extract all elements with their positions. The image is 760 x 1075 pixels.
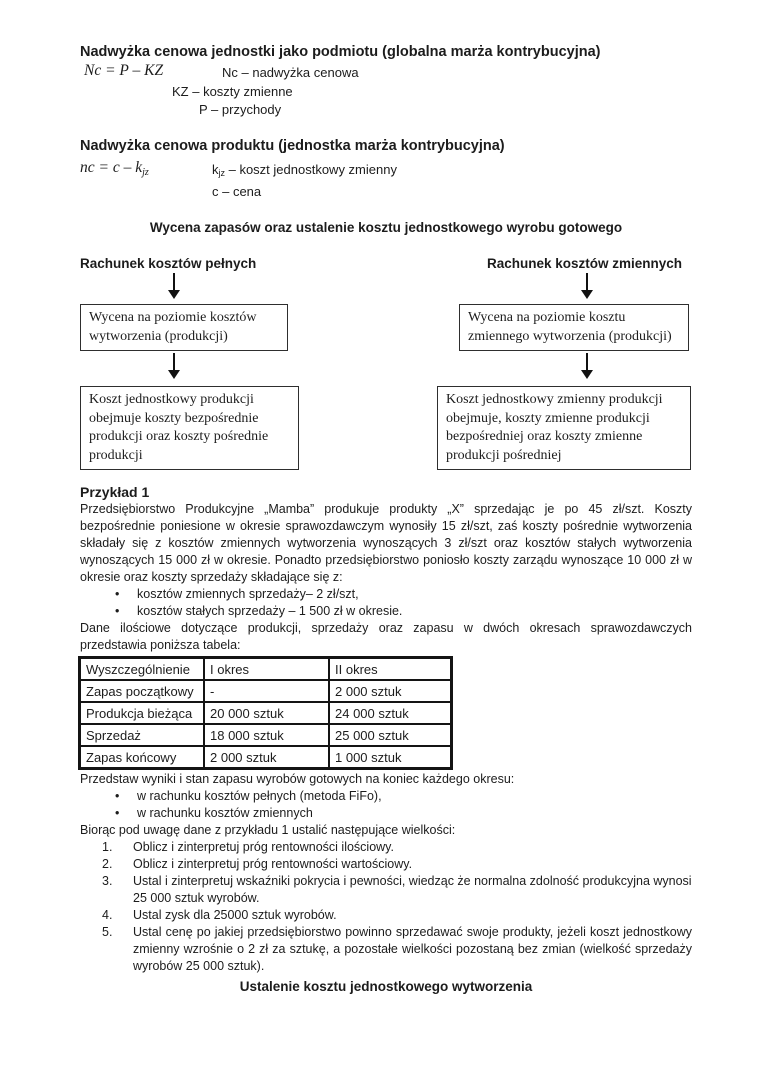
formula-nc-global: Nc = P – KZ <box>84 62 164 79</box>
numbered-item: 5. Ustal cenę po jakiej przedsiębiorstwo… <box>102 924 692 975</box>
table-row: Produkcja bieżąca 20 000 sztuk 24 000 sz… <box>78 701 453 725</box>
list-item: • w rachunku kosztów pełnych (metoda FiF… <box>115 788 692 805</box>
item-number: 5. <box>102 925 113 939</box>
left-valuation-box: Wycena na poziomie kosztów wytworzenia (… <box>80 304 288 351</box>
numbered-item: 4. Ustal zysk dla 25000 sztuk wyrobów. <box>102 907 692 924</box>
bullet-icon: • <box>115 789 120 803</box>
right-unit-cost-box: Koszt jednostkowy zmienny produkcji obej… <box>437 386 691 470</box>
section2-heading: Nadwyżka cenowa produktu (jednostka marż… <box>80 138 505 154</box>
table-cell: 1 000 sztuk <box>328 745 453 770</box>
table-cell: 18 000 sztuk <box>203 723 330 747</box>
definition-kjz-pre: k <box>212 162 219 177</box>
right-column-title: Rachunek kosztów zmiennych <box>487 256 683 271</box>
item-number: 2. <box>102 857 113 871</box>
bullet-text: w rachunku kosztów zmiennych <box>137 806 313 820</box>
definition-kjz: kjz – koszt jednostkowy zmienny <box>212 162 397 181</box>
table-cell: Zapas początkowy <box>78 679 205 703</box>
example-paragraph-1: Przedsiębiorstwo Produkcyjne „Mamba” pro… <box>80 502 692 584</box>
formula-nc-product: nc = c – kjz <box>80 159 149 178</box>
arrow-down-icon <box>580 353 594 379</box>
definition-p: P – przychody <box>199 102 282 117</box>
table-row: Zapas końcowy 2 000 sztuk 1 000 sztuk <box>78 745 453 770</box>
item-text: Ustal zysk dla 25000 sztuk wyrobów. <box>133 908 337 922</box>
definition-kz: KZ – koszty zmienne <box>172 84 293 99</box>
table-header-cell: Wyszczególnienie <box>78 656 205 681</box>
table-row: Zapas początkowy - 2 000 sztuk <box>78 679 453 703</box>
table-cell: Produkcja bieżąca <box>78 701 205 725</box>
table-cell: Zapas końcowy <box>78 745 205 770</box>
arrow-down-icon <box>167 353 181 379</box>
numbered-item: 2. Oblicz i zinterpretuj próg rentownośc… <box>102 856 692 873</box>
arrow-down-icon <box>580 273 594 299</box>
item-text: Oblicz i zinterpretuj próg rentowności w… <box>133 857 413 871</box>
list-item: • kosztów zmiennych sprzedaży– 2 zł/szt, <box>115 586 692 603</box>
table-cell: 24 000 sztuk <box>328 701 453 725</box>
arrow-down-icon <box>167 273 181 299</box>
definition-c: c – cena <box>212 184 262 199</box>
table-header-row: Wyszczególnienie I okres II okres <box>78 656 453 681</box>
item-number: 4. <box>102 908 113 922</box>
bullet-text: w rachunku kosztów pełnych (metoda FiFo)… <box>137 789 382 803</box>
quantity-table: Wyszczególnienie I okres II okres Zapas … <box>78 656 453 770</box>
bullet-text: kosztów stałych sprzedaży – 1 500 zł w o… <box>137 604 403 618</box>
table-row: Sprzedaż 18 000 sztuk 25 000 sztuk <box>78 723 453 747</box>
table-cell: - <box>203 679 330 703</box>
item-number: 1. <box>102 840 113 854</box>
definition-kjz-post: – koszt jednostkowy zmienny <box>225 162 397 177</box>
section1-heading: Nadwyżka cenowa jednostki jako podmiotu … <box>80 44 601 60</box>
item-text: Ustal i zinterpretuj wskaźniki pokrycia … <box>133 874 692 905</box>
left-unit-cost-box: Koszt jednostkowy produkcji obejmuje kos… <box>80 386 299 470</box>
list-item: • w rachunku kosztów zmiennych <box>115 805 692 822</box>
formula-subscript: jz <box>142 167 149 178</box>
numbered-item: 3. Ustal i zinterpretuj wskaźniki pokryc… <box>102 873 692 907</box>
footer-heading: Ustalenie kosztu jednostkowego wytworzen… <box>239 979 533 994</box>
bullet-icon: • <box>115 587 120 601</box>
definition-nc: Nc – nadwyżka cenowa <box>222 65 359 80</box>
table-header-cell: I okres <box>203 656 330 681</box>
item-text: Ustal cenę po jakiej przedsiębiorstwo po… <box>133 925 692 973</box>
table-cell: 2 000 sztuk <box>328 679 453 703</box>
valuation-heading: Wycena zapasów oraz ustalenie kosztu jed… <box>149 220 623 235</box>
list-item: • kosztów stałych sprzedaży – 1 500 zł w… <box>115 603 692 620</box>
item-number: 3. <box>102 874 113 888</box>
table-cell: 20 000 sztuk <box>203 701 330 725</box>
left-column-title: Rachunek kosztów pełnych <box>80 256 257 271</box>
table-header-cell: II okres <box>328 656 453 681</box>
definition-kjz-sub: jz <box>218 168 226 178</box>
numbered-item: 1. Oblicz i zinterpretuj próg rentownośc… <box>102 839 692 856</box>
table-cell: 2 000 sztuk <box>203 745 330 770</box>
example-section: Przykład 1 Przedsiębiorstwo Produkcyjne … <box>78 483 692 995</box>
example-paragraph-2: Dane ilościowe dotyczące produkcji, sprz… <box>80 621 692 652</box>
table-cell: 25 000 sztuk <box>328 723 453 747</box>
bullet-icon: • <box>115 604 120 618</box>
bullet-icon: • <box>115 806 120 820</box>
formula-base: nc = c – k <box>80 159 143 176</box>
example-title: Przykład 1 <box>80 484 150 500</box>
right-valuation-box: Wycena na poziomie kosztu zmiennego wytw… <box>459 304 689 351</box>
table-cell: Sprzedaż <box>78 723 205 747</box>
tasks-paragraph-2: Biorąc pod uwagę dane z przykładu 1 usta… <box>80 823 456 837</box>
bullet-text: kosztów zmiennych sprzedaży– 2 zł/szt, <box>137 587 359 601</box>
tasks-paragraph-1: Przedstaw wyniki i stan zapasu wyrobów g… <box>80 772 515 786</box>
item-text: Oblicz i zinterpretuj próg rentowności i… <box>133 840 394 854</box>
